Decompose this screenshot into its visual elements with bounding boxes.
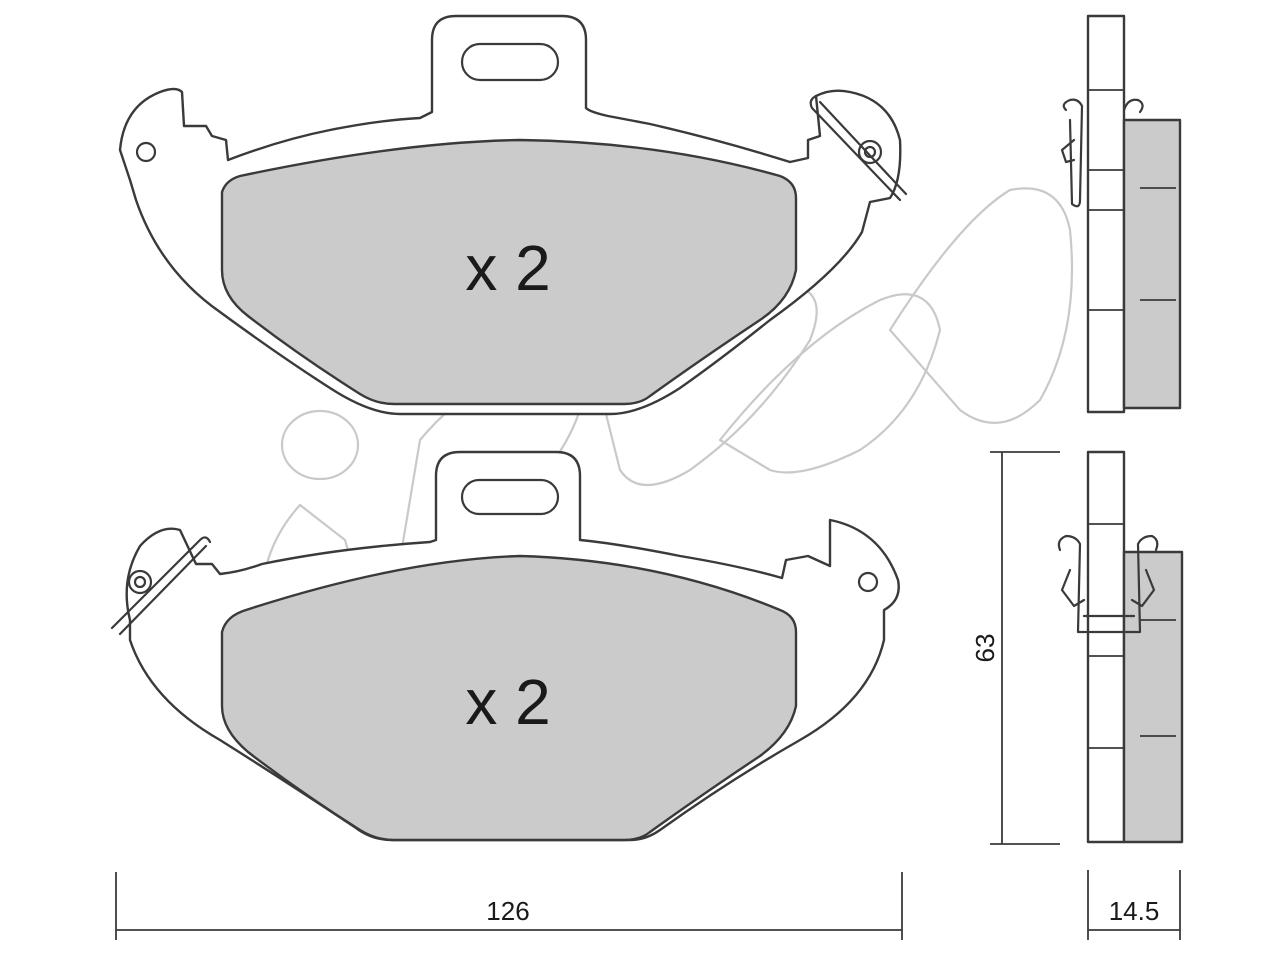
bottom-quantity-label: x 2	[465, 666, 550, 738]
dimension-width: 126	[115, 872, 903, 940]
top-tab-slot	[460, 42, 560, 82]
height-value: 63	[970, 634, 1000, 663]
bottom-side-backing	[1086, 450, 1126, 844]
top-brake-pad: x 2	[118, 14, 908, 416]
top-friction-material	[220, 138, 798, 406]
thickness-value: 14.5	[1109, 896, 1160, 926]
bottom-left-hole-inner	[133, 575, 147, 589]
top-quantity-label: x 2	[465, 232, 550, 304]
top-side-backing	[1086, 14, 1126, 414]
bottom-side-view	[1057, 450, 1184, 844]
bottom-tab-slot	[460, 478, 560, 516]
top-side-view	[1060, 14, 1182, 414]
top-side-friction	[1122, 118, 1182, 410]
bottom-wear-clip	[110, 536, 212, 636]
width-value: 126	[486, 896, 529, 926]
bottom-side-clip	[1057, 534, 1159, 634]
dimension-thickness: 14.5	[1087, 870, 1181, 940]
bottom-right-hole	[857, 571, 879, 593]
top-left-hole	[135, 141, 157, 163]
bottom-brake-pad: x 2	[110, 450, 900, 842]
bottom-friction-material	[220, 554, 798, 842]
top-side-clip	[1060, 98, 1144, 208]
dimension-height: 63	[970, 451, 1060, 845]
top-wear-clip	[809, 94, 908, 202]
bottom-side-friction	[1122, 550, 1184, 844]
